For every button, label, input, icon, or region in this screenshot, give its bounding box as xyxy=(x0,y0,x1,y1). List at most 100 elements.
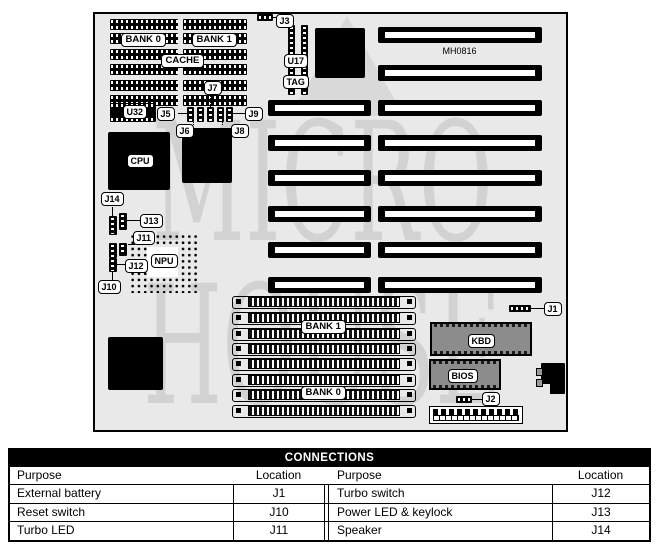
isa-slot-long xyxy=(377,205,542,222)
dip-memory-row xyxy=(109,48,178,60)
leader-j9 xyxy=(232,112,245,114)
cell-location: J14 xyxy=(552,522,649,540)
label-j1: J1 xyxy=(543,301,562,316)
jumper-j2 xyxy=(455,395,472,403)
label-j11: J11 xyxy=(132,230,156,245)
isa-slot-long xyxy=(377,241,542,258)
table-row: Reset switch J10 Power LED & keylock J13 xyxy=(10,502,649,521)
jumper-j1 xyxy=(508,304,531,312)
isa-slot-short xyxy=(267,99,371,116)
jumper-j3 xyxy=(256,13,273,21)
dip-memory-row xyxy=(109,63,178,75)
table-row: Turbo LED J11 Speaker J14 xyxy=(10,521,649,540)
pin-header-j7 xyxy=(206,106,214,122)
dip-memory-row xyxy=(182,63,247,75)
cell-purpose: Reset switch xyxy=(17,504,86,519)
leader-j6 xyxy=(192,119,194,125)
qfp-chip xyxy=(314,27,365,78)
simm-socket xyxy=(231,373,416,387)
label-bank0-cache: BANK 0 xyxy=(120,32,166,48)
pin-header-j12 xyxy=(108,242,117,258)
cell-purpose: External battery xyxy=(17,486,102,500)
isa-slot-short xyxy=(267,276,371,293)
pin-header-j14 xyxy=(108,215,117,235)
label-kbd: KBD xyxy=(467,333,495,348)
label-j9: J9 xyxy=(244,106,263,121)
power-connector xyxy=(428,405,523,424)
io-chip xyxy=(107,336,163,390)
dip-memory-row xyxy=(109,94,178,106)
col-header-location-right: Location xyxy=(577,468,624,482)
connections-table: CONNECTIONS Purpose Location Purpose Loc… xyxy=(8,448,651,542)
table-row: External battery J1 Turbo switch J12 xyxy=(10,484,649,503)
cell-gap xyxy=(324,485,329,503)
dip-memory-row xyxy=(182,48,247,60)
isa-slot-short xyxy=(267,169,371,186)
col-header-purpose-right: Purpose xyxy=(337,468,382,482)
leader-j10 xyxy=(111,271,113,281)
cell-location: J12 xyxy=(552,485,649,503)
isa-slot-long xyxy=(377,134,542,151)
label-npu: NPU xyxy=(150,253,178,268)
leader-j3 xyxy=(271,16,277,18)
cell-location: J11 xyxy=(233,522,324,540)
leader-j2 xyxy=(471,398,482,400)
table-title: CONNECTIONS xyxy=(10,450,649,467)
pin-header-j10 xyxy=(108,257,117,272)
leader-j11 xyxy=(127,243,135,245)
pin-header-j13 xyxy=(118,212,127,230)
col-header-purpose-left: Purpose xyxy=(17,468,62,482)
leader-j14 xyxy=(111,206,113,216)
dip-memory-row xyxy=(109,79,178,91)
label-bank0-simm: BANK 0 xyxy=(300,385,346,401)
leader-j12 xyxy=(116,263,125,265)
isa-slot-long xyxy=(377,99,542,116)
pin-header-j6 xyxy=(196,106,204,122)
label-j8: J8 xyxy=(230,123,249,138)
cell-location: J13 xyxy=(552,503,649,521)
label-j14: J14 xyxy=(100,191,124,206)
label-bios: BIOS xyxy=(447,368,478,383)
label-bank1-simm: BANK 1 xyxy=(300,319,346,335)
label-j2: J2 xyxy=(481,391,500,406)
isa-slot-short xyxy=(267,205,371,222)
isa-slot-long xyxy=(377,64,542,81)
simm-socket xyxy=(231,357,416,371)
pin-header-j9 xyxy=(225,106,233,122)
motherboard-diagram: MICRO HOUSE xyxy=(92,11,568,432)
cell-purpose: Power LED & keylock xyxy=(337,504,453,519)
label-cache: CACHE xyxy=(160,53,205,69)
label-j6: J6 xyxy=(175,123,194,138)
dip-memory-row xyxy=(182,94,247,106)
isa-slot-short xyxy=(267,241,371,258)
cell-location: J1 xyxy=(233,485,324,503)
din-mount-tab xyxy=(535,378,543,387)
leader-j1 xyxy=(530,307,544,309)
din-notch xyxy=(540,383,550,394)
simm-socket xyxy=(231,342,416,356)
dip-memory-row xyxy=(109,18,178,30)
pin-header-j11 xyxy=(118,242,127,256)
leader-j5 xyxy=(177,112,187,114)
label-u17: U17 xyxy=(283,53,309,68)
cell-purpose: Turbo switch xyxy=(337,486,405,500)
din-mount-tab xyxy=(535,367,543,376)
leader-j13 xyxy=(126,219,140,221)
cell-purpose: Turbo LED xyxy=(17,523,75,537)
table-header-row: Purpose Location Purpose Location xyxy=(10,467,649,484)
label-j7: J7 xyxy=(203,80,222,95)
isa-slot-short xyxy=(267,134,371,151)
label-j3: J3 xyxy=(275,13,294,28)
isa-slot-long xyxy=(377,276,542,293)
pin-header-j8 xyxy=(216,106,224,122)
bios-chip xyxy=(428,358,501,390)
label-tag: TAG xyxy=(282,74,309,89)
label-bank1-cache: BANK 1 xyxy=(191,32,237,48)
leader-j8 xyxy=(221,119,223,125)
isa-slot-long xyxy=(377,169,542,186)
isa-slot-long xyxy=(377,26,542,43)
label-u32: U32 xyxy=(122,104,148,119)
board-model-text: MH0816 xyxy=(442,45,477,56)
cell-gap xyxy=(324,503,329,521)
